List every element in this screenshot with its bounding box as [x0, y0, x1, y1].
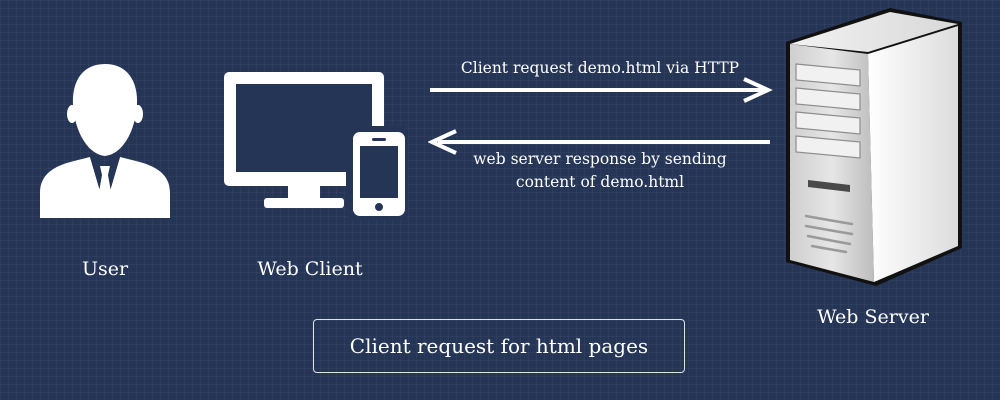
user-icon	[40, 64, 170, 218]
web-client-icon	[224, 72, 408, 220]
request-message: Client request demo.html via HTTP	[460, 59, 740, 77]
caption-box: Client request for html pages	[313, 319, 685, 373]
web-client-label: Web Client	[257, 258, 363, 280]
response-message-line2: content of demo.html	[515, 173, 685, 191]
caption-text: Client request for html pages	[349, 334, 649, 358]
request-arrow	[430, 77, 773, 103]
response-arrow	[428, 129, 770, 155]
web-server-icon	[786, 8, 962, 286]
web-server-label: Web Server	[817, 306, 929, 328]
user-label: User	[81, 258, 129, 280]
response-message-line1: web server response by sending	[473, 150, 727, 168]
